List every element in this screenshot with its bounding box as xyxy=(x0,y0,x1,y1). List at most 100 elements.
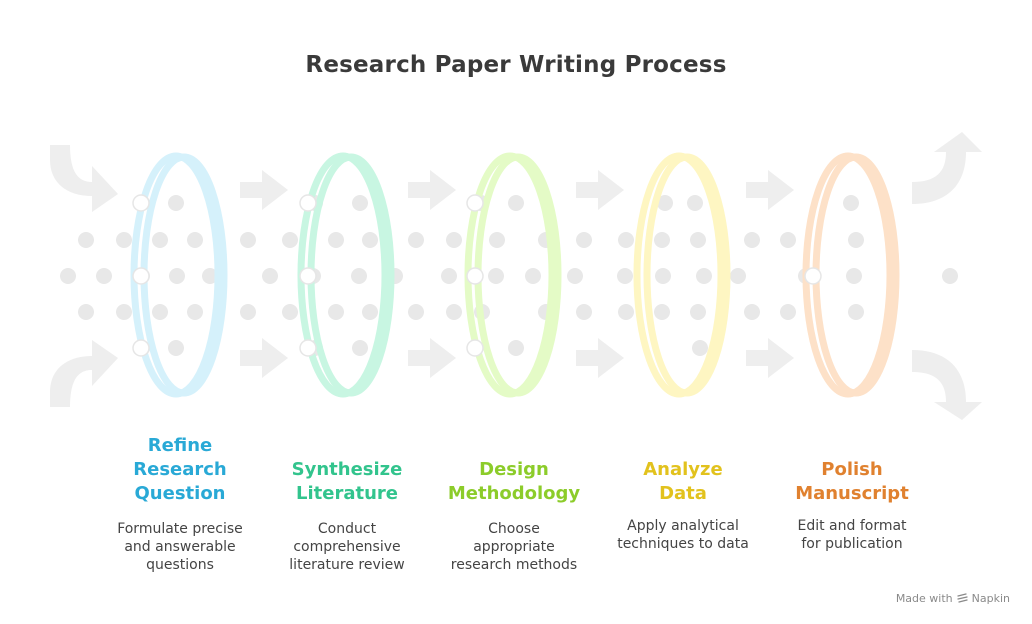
step-description-line: for publication xyxy=(801,536,903,552)
step-description-line: Formulate precise xyxy=(117,521,243,537)
decor-dot xyxy=(576,304,592,320)
decor-dot xyxy=(240,304,256,320)
flow-arrow-icon xyxy=(576,170,624,210)
curved-arrow-top-left-icon xyxy=(50,145,118,212)
decor-dot xyxy=(168,340,184,356)
step-title-line: Design xyxy=(479,459,549,480)
step-description-line: research methods xyxy=(450,557,578,573)
decor-dot xyxy=(942,268,958,284)
flow-arrow-icon xyxy=(746,170,794,210)
decor-dot xyxy=(848,232,864,248)
decor-dot xyxy=(690,232,706,248)
decor-dot xyxy=(690,304,706,320)
decor-dot xyxy=(655,268,671,284)
footer-text: Made with xyxy=(895,592,953,605)
decor-dot xyxy=(169,268,185,284)
decor-dot xyxy=(657,195,673,211)
step-ring-2 xyxy=(297,152,395,398)
decor-dot xyxy=(692,340,708,356)
decor-dot xyxy=(654,232,670,248)
step-ring-4 xyxy=(633,152,731,398)
decor-dot xyxy=(116,304,132,320)
decor-dot xyxy=(843,195,859,211)
step-title-line: Synthesize xyxy=(291,459,403,480)
decor-dot xyxy=(282,304,298,320)
step-description-line: appropriate xyxy=(473,539,555,555)
step-title-line: Manuscript xyxy=(795,483,909,504)
decor-dot xyxy=(576,232,592,248)
decor-dot xyxy=(730,268,746,284)
decor-dot xyxy=(488,268,504,284)
step-description-line: questions xyxy=(146,557,214,573)
decor-dot xyxy=(617,268,633,284)
decor-dot xyxy=(328,304,344,320)
decor-dot xyxy=(408,304,424,320)
decor-dot xyxy=(187,232,203,248)
decor-dot xyxy=(618,304,634,320)
decor-dot xyxy=(508,195,524,211)
step-title-line: Data xyxy=(659,483,707,504)
curved-arrow-bottom-left-icon xyxy=(50,340,118,407)
step-description-line: Choose xyxy=(488,521,540,537)
decor-dot xyxy=(202,268,218,284)
decor-dot xyxy=(744,304,760,320)
decor-dot xyxy=(848,304,864,320)
decor-dot xyxy=(618,232,634,248)
decor-dot xyxy=(362,304,378,320)
curved-arrow-bottom-right-icon xyxy=(912,350,982,420)
decor-dot xyxy=(168,195,184,211)
step-description-line: Conduct xyxy=(317,521,377,537)
decor-dot xyxy=(152,304,168,320)
step-description-3: Choose appropriate research methods xyxy=(429,520,599,574)
decor-dot xyxy=(352,340,368,356)
flow-arrow-icon xyxy=(408,170,456,210)
decor-dot xyxy=(96,268,112,284)
step-description-line: techniques to data xyxy=(617,536,749,552)
step-description-line: and answerable xyxy=(124,539,236,555)
step-title-line: Literature xyxy=(296,483,398,504)
step-ring-5 xyxy=(802,152,900,398)
decor-dot xyxy=(78,232,94,248)
decor-dot xyxy=(152,232,168,248)
decor-dot xyxy=(687,195,703,211)
decor-dot xyxy=(78,304,94,320)
step-ring-1 xyxy=(130,152,228,398)
decor-dot xyxy=(362,232,378,248)
decor-dot xyxy=(489,232,505,248)
napkin-logo-icon xyxy=(956,593,968,603)
step-description-line: comprehensive xyxy=(293,539,401,555)
decor-dot xyxy=(441,268,457,284)
step-description-line: Apply analytical xyxy=(627,518,739,534)
step-title-line: Question xyxy=(134,483,226,504)
decor-dot xyxy=(846,268,862,284)
decor-dot xyxy=(240,232,256,248)
decor-dot xyxy=(780,304,796,320)
decor-dot xyxy=(446,304,462,320)
decor-dot xyxy=(446,232,462,248)
decor-dot xyxy=(780,232,796,248)
decor-dot xyxy=(654,304,670,320)
decor-dot xyxy=(508,340,524,356)
decor-dot xyxy=(282,232,298,248)
footer-credit: Made with Napkin xyxy=(896,592,1010,605)
decor-dot xyxy=(567,268,583,284)
decor-dot xyxy=(352,195,368,211)
step-title-line: Analyze xyxy=(643,459,723,480)
decor-dot xyxy=(408,232,424,248)
decor-dot xyxy=(351,268,367,284)
step-description-line: Edit and format xyxy=(797,518,907,534)
decor-dot xyxy=(525,268,541,284)
step-title-line: Refine xyxy=(147,435,213,456)
decor-dot xyxy=(60,268,76,284)
decor-dot xyxy=(744,232,760,248)
step-title-line: Methodology xyxy=(447,483,581,504)
footer-brand: Napkin xyxy=(971,592,1010,605)
step-description-5: Edit and format for publication xyxy=(767,517,937,553)
